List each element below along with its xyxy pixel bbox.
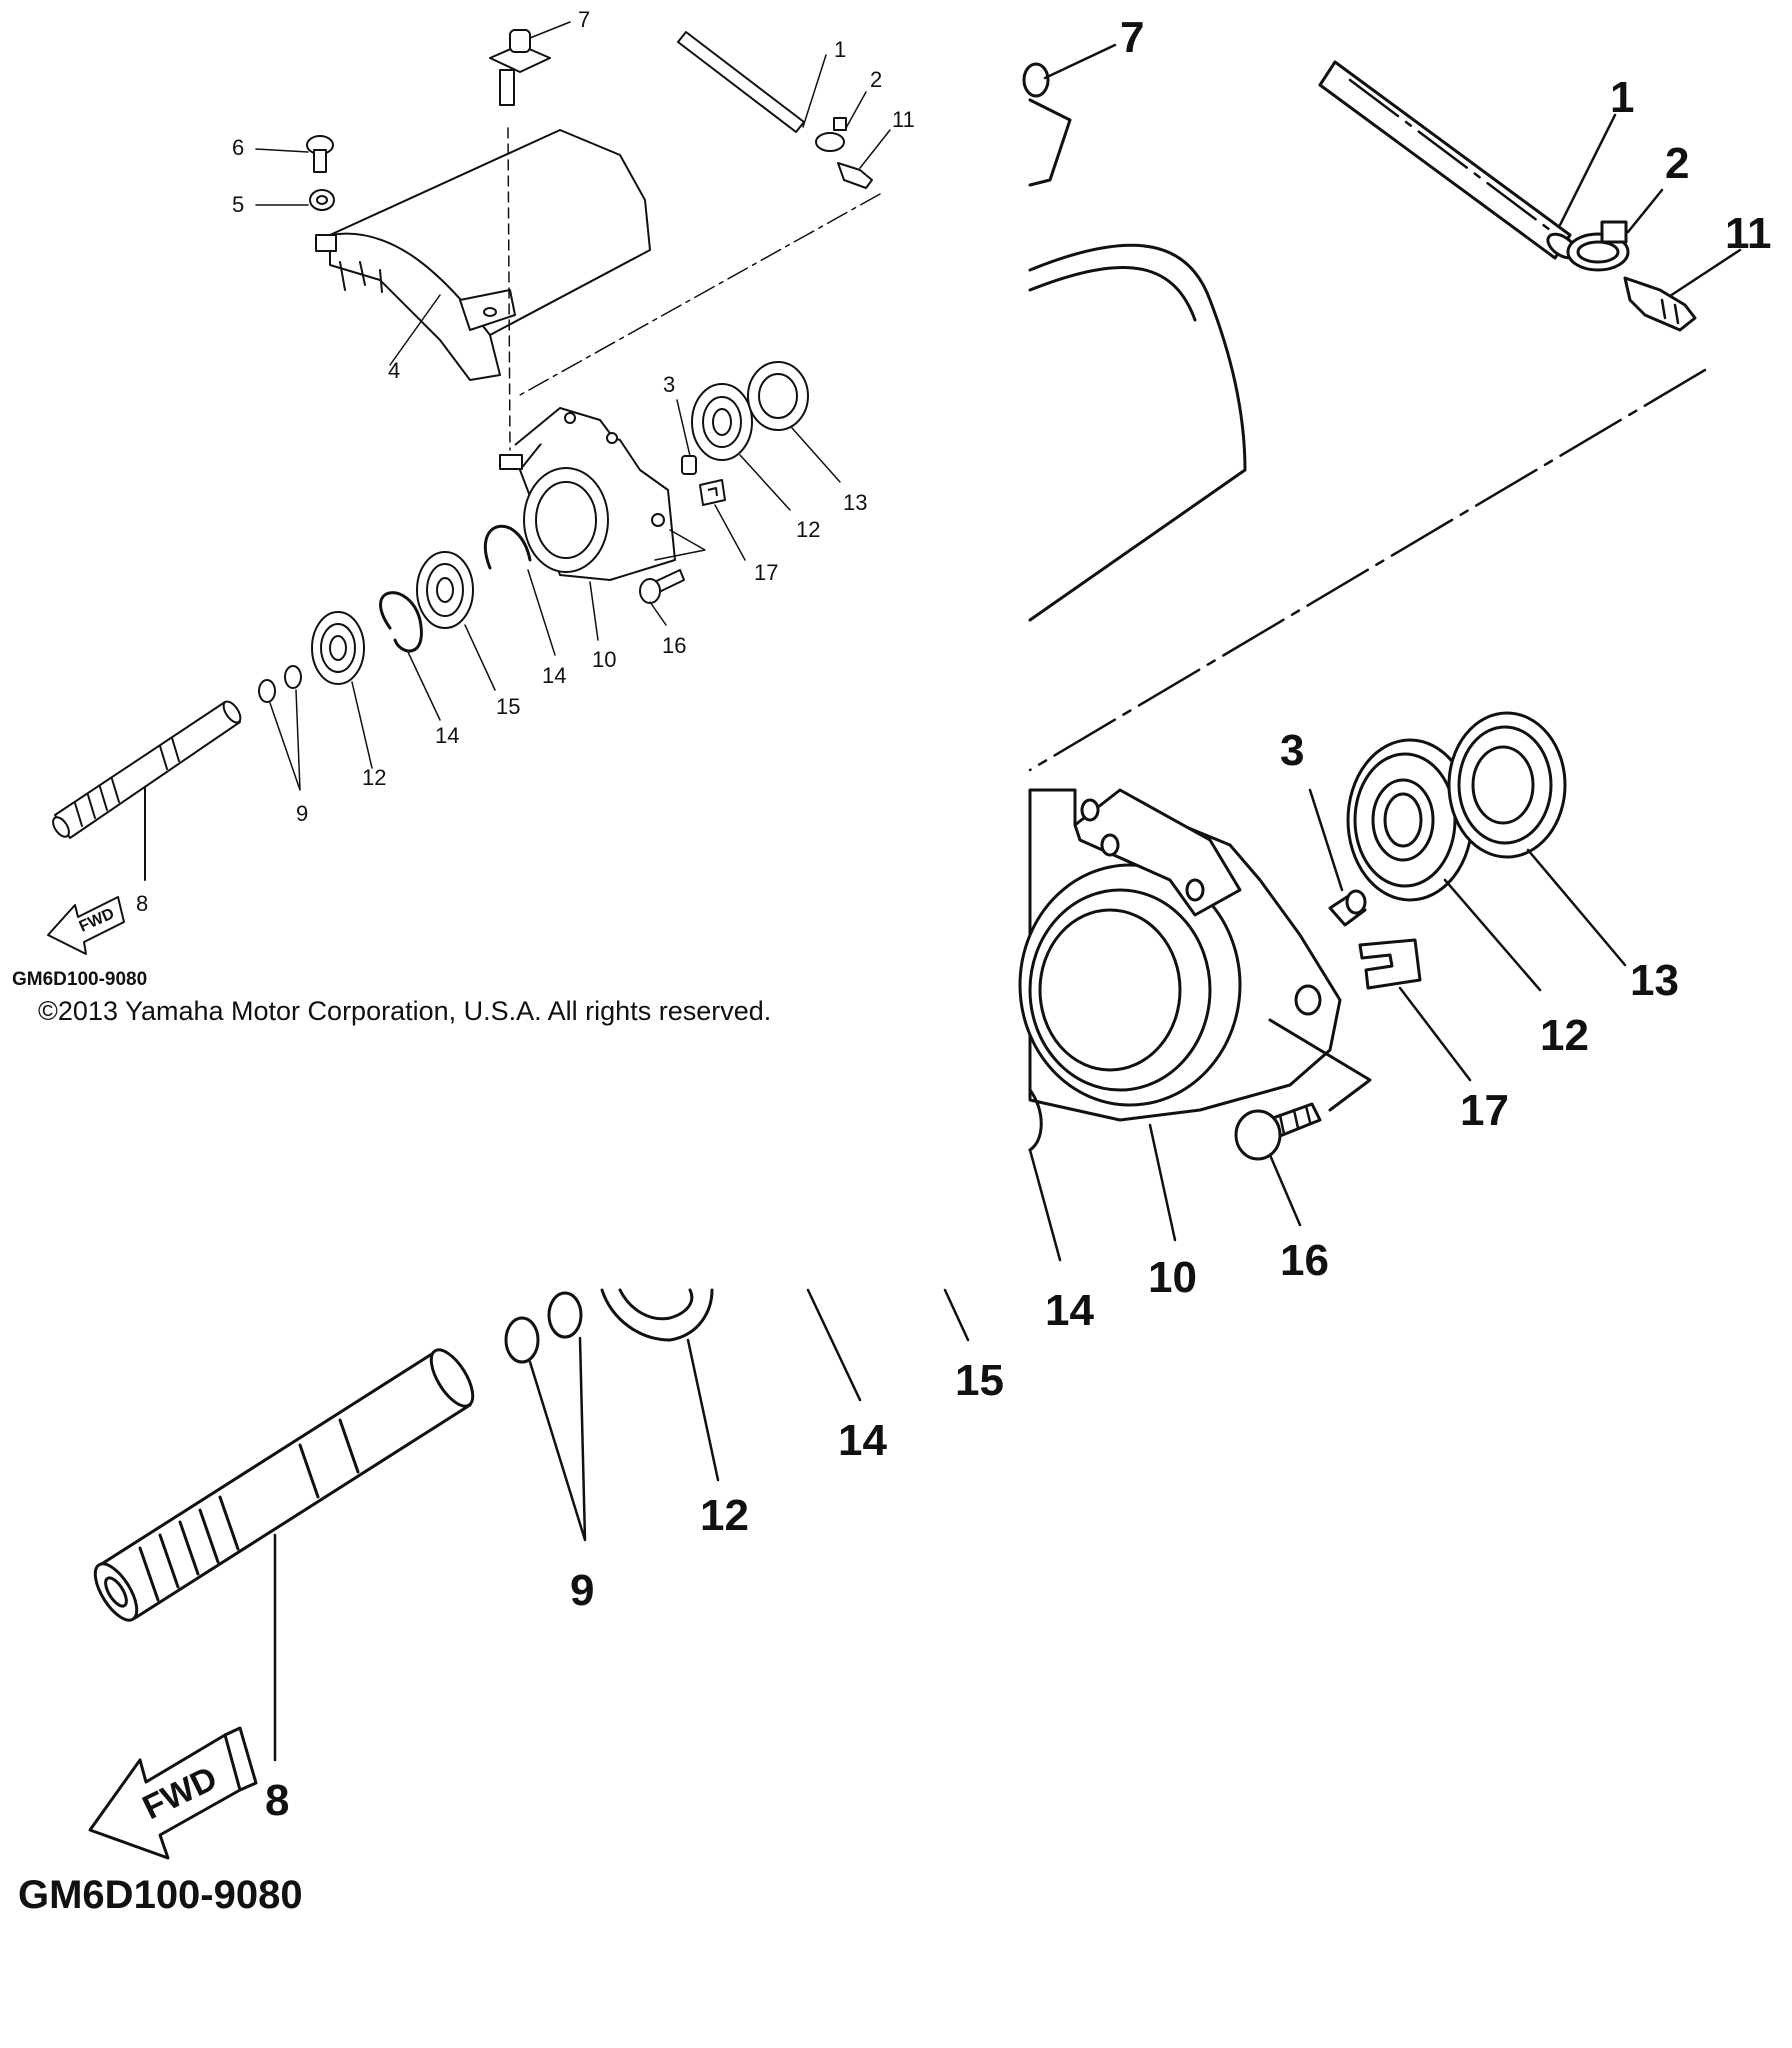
o-rings-9-large: 9 bbox=[504, 1291, 594, 1615]
bearing-12-upper-large: 12 bbox=[1346, 738, 1589, 1060]
collar-5-small bbox=[255, 189, 335, 211]
callout-17-small: 17 bbox=[754, 560, 778, 585]
shaft-8-large: 8 bbox=[93, 1348, 475, 1825]
callout-16-small: 16 bbox=[662, 633, 686, 658]
callout-14-upper-large: 14 bbox=[1045, 1286, 1094, 1335]
pipe-1-large: 1 bbox=[1318, 60, 1634, 260]
callout-3-large: 3 bbox=[1280, 726, 1304, 775]
seal-13-large: 13 bbox=[1447, 711, 1679, 1005]
overview-diagram: FWD GM6D100-9080 ©2013 Yamaha Motor Corp… bbox=[12, 7, 915, 1026]
callout-12-upper-large: 12 bbox=[1540, 1011, 1589, 1060]
callout-4-small: 4 bbox=[388, 358, 400, 383]
callout-8-small: 8 bbox=[136, 891, 148, 916]
part-code-large: GM6D100-9080 bbox=[18, 1873, 303, 1917]
pipe-1-small bbox=[677, 31, 827, 133]
callout-7-large: 7 bbox=[1120, 13, 1144, 62]
fitting-7-large: 7 bbox=[1022, 13, 1144, 187]
fwd-arrow-small: FWD bbox=[47, 896, 125, 955]
callout-2-large: 2 bbox=[1665, 139, 1689, 188]
pin-3-small bbox=[676, 399, 697, 475]
cover-4-large bbox=[1028, 243, 1247, 622]
callout-14-lower-small: 14 bbox=[435, 723, 459, 748]
callout-11-large: 11 bbox=[1725, 209, 1772, 258]
bolt-6-small bbox=[255, 135, 334, 173]
fitting-7-small bbox=[489, 21, 571, 106]
callout-12-upper-small: 12 bbox=[796, 517, 820, 542]
callout-12-lower-large: 12 bbox=[700, 1491, 749, 1540]
callout-15-large: 15 bbox=[955, 1356, 1004, 1405]
nipple-11-large: 11 bbox=[1623, 209, 1772, 332]
circlip-14-lower-small bbox=[379, 591, 441, 721]
callout-2-small: 2 bbox=[870, 67, 882, 92]
clip-17-large: 17 bbox=[1358, 938, 1509, 1135]
callout-9-large: 9 bbox=[570, 1566, 594, 1615]
callout-15-small: 15 bbox=[496, 694, 520, 719]
callout-9-small: 9 bbox=[296, 801, 308, 826]
copyright-notice: ©2013 Yamaha Motor Corporation, U.S.A. A… bbox=[38, 996, 771, 1026]
callout-12-lower-small: 12 bbox=[362, 765, 386, 790]
callout-1-large: 1 bbox=[1610, 73, 1634, 122]
pin-3-large: 3 bbox=[1280, 726, 1367, 927]
callout-3-small: 3 bbox=[663, 372, 675, 397]
bearing-12-lower-small bbox=[311, 611, 373, 769]
nipple-11-small bbox=[837, 129, 891, 189]
callout-16-large: 16 bbox=[1280, 1236, 1329, 1285]
clamp-2-large: 2 bbox=[1566, 139, 1689, 272]
callout-5-small: 5 bbox=[232, 192, 244, 217]
part-code-small: GM6D100-9080 bbox=[12, 969, 147, 990]
enlarged-diagram: 7 1 2 11 bbox=[18, 13, 1772, 1917]
o-rings-9-small bbox=[258, 665, 302, 791]
callout-13-large: 13 bbox=[1630, 956, 1679, 1005]
cover-4-small bbox=[315, 127, 651, 451]
callout-14-lower-large: 14 bbox=[838, 1416, 887, 1465]
bolt-16-small bbox=[639, 529, 706, 626]
callout-14-upper-small: 14 bbox=[542, 663, 566, 688]
shaft-8-small bbox=[52, 700, 242, 881]
callout-8-large: 8 bbox=[265, 1776, 289, 1825]
seal-13-small bbox=[747, 361, 841, 483]
clamp-2-small bbox=[815, 91, 867, 152]
circlip-14-upper-small bbox=[483, 524, 556, 656]
callout-10-large: 10 bbox=[1148, 1253, 1197, 1302]
bearing-15-small bbox=[416, 551, 496, 691]
callout-10-small: 10 bbox=[592, 647, 616, 672]
callout-7-small: 7 bbox=[578, 7, 590, 32]
callout-17-large: 17 bbox=[1460, 1086, 1509, 1135]
clip-17-small bbox=[699, 479, 746, 561]
callout-11-small: 11 bbox=[892, 107, 915, 132]
housing-10-small bbox=[499, 407, 676, 641]
housing-10-large: 10 bbox=[1018, 788, 1372, 1302]
bolt-16-large: 16 bbox=[1234, 1102, 1329, 1285]
callout-1-small: 1 bbox=[834, 37, 846, 62]
cropped-leaders: 14 15 14 bbox=[806, 1088, 1094, 1465]
bearing-12-lower-large: 12 bbox=[600, 1288, 749, 1540]
bearing-12-upper-small bbox=[691, 383, 791, 511]
fwd-arrow-large: FWD bbox=[88, 1726, 258, 1860]
callout-13-small: 13 bbox=[843, 490, 867, 515]
callout-6-small: 6 bbox=[232, 135, 244, 160]
